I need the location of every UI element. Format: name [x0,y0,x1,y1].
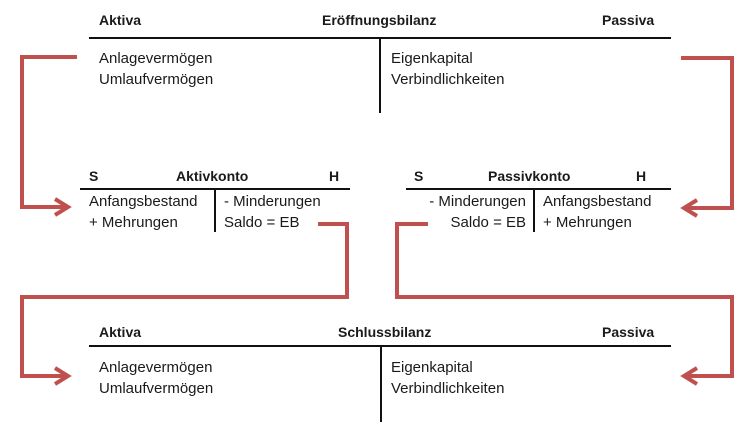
list-item: Verbindlichkeiten [391,380,505,397]
closing-assets-list: Anlagevermögen Umlaufvermögen [99,357,213,399]
liability-vertical-line [533,189,535,232]
opening-balance-title: Eröffnungsbilanz [322,12,437,28]
opening-liabilities-list: Eigenkapital Verbindlichkeiten [391,48,504,90]
list-item: + Mehrungen [543,214,632,231]
asset-vertical-line [214,189,216,232]
list-item: Eigenkapital [391,50,473,67]
liability-debit-list: - Minderungen Saldo = EB [414,191,526,233]
list-item: Anlagevermögen [99,359,213,376]
arrowhead-icon [53,197,72,217]
list-item: Anfangsbestand [89,193,198,210]
asset-debit-list: Anfangsbestand + Mehrungen [89,191,197,233]
closing-liabilities-list: Eigenkapital Verbindlichkeiten [391,357,504,399]
list-item: Verbindlichkeiten [391,71,505,88]
closing-aktiva-header: Aktiva [99,324,142,340]
opening-passiva-header: Passiva [602,12,655,28]
opening-aktiva-header: Aktiva [99,12,142,28]
arrow-opening-to-liability-icon [681,56,734,210]
opening-assets-list: Anlagevermögen Umlaufvermögen [99,48,213,90]
liability-debit-header: S [414,168,424,184]
arrowhead-icon [680,366,699,386]
liability-credit-list: Anfangsbestand + Mehrungen [543,191,651,233]
opening-vertical-line [379,38,381,113]
liability-credit-header: H [636,168,647,184]
list-item: Umlaufvermögen [99,71,214,88]
arrowhead-icon [680,198,699,218]
asset-credit-list: - Minderungen Saldo = EB [224,191,321,233]
list-item: Anfangsbestand [543,193,652,210]
arrow-asset-to-closing-icon [20,222,349,378]
asset-account-title: Aktivkonto [176,168,249,184]
list-item: Umlaufvermögen [99,380,214,397]
liability-horizontal-line [406,188,671,190]
closing-balance-title: Schlussbilanz [338,324,432,340]
arrow-liability-to-closing-icon [395,222,734,378]
liability-account-title: Passivkonto [488,168,571,184]
list-item: Saldo = EB [450,214,526,231]
arrowhead-icon [53,366,72,386]
closing-passiva-header: Passiva [602,324,655,340]
list-item: + Mehrungen [89,214,178,231]
list-item: - Minderungen [224,193,321,210]
list-item: - Minderungen [429,193,526,210]
list-item: Anlagevermögen [99,50,213,67]
asset-debit-header: S [89,168,99,184]
list-item: Eigenkapital [391,359,473,376]
arrow-opening-to-asset-icon [20,55,77,209]
closing-vertical-line [380,346,382,422]
asset-credit-header: H [329,168,340,184]
list-item: Saldo = EB [224,214,300,231]
